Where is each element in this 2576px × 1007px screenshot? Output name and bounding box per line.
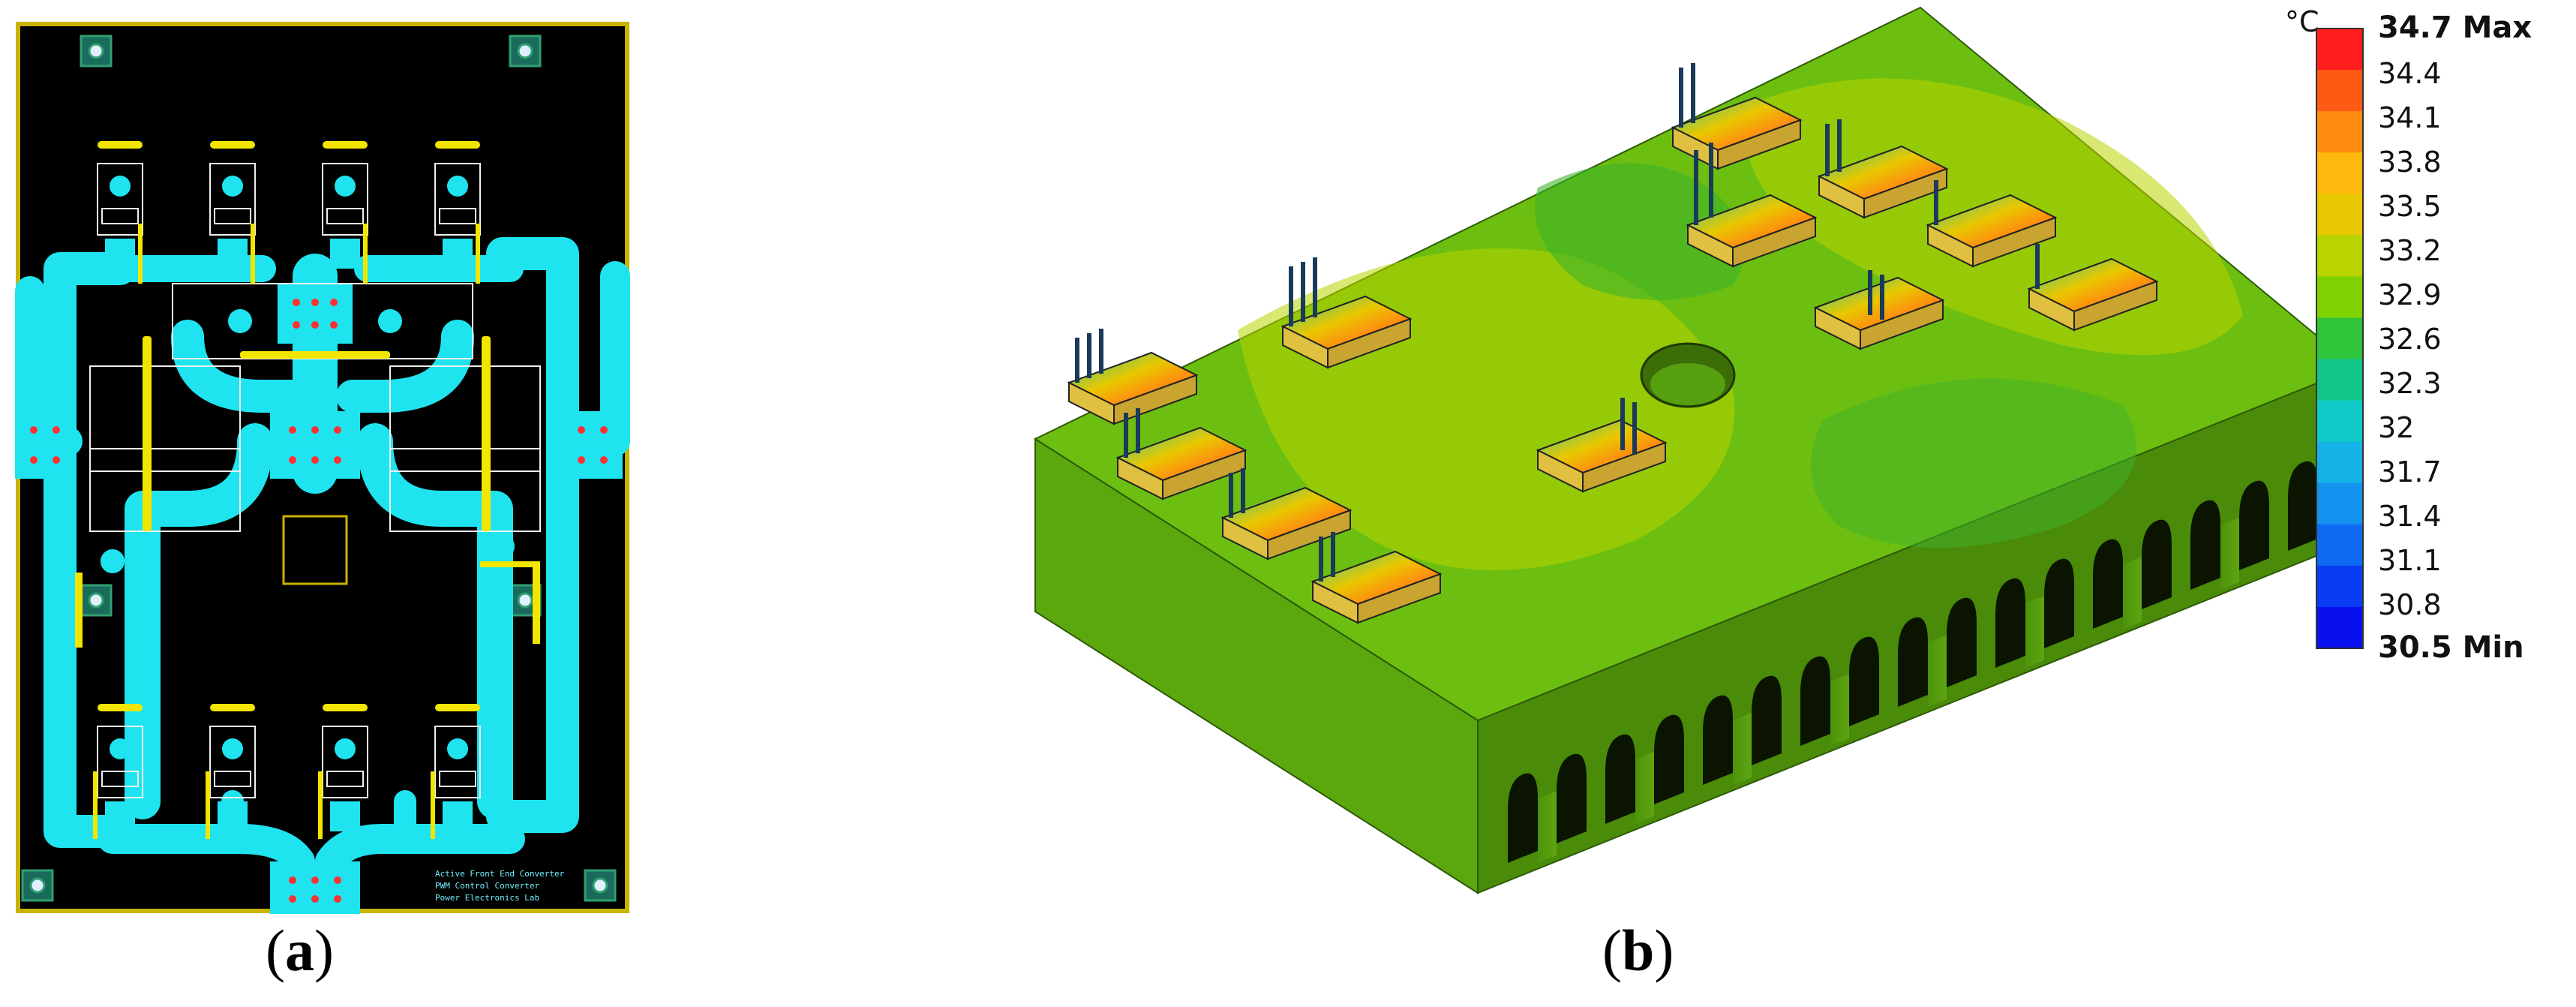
caption-b: (b) [1602, 918, 1674, 983]
thermal-simulation-panel [1033, 6, 2357, 894]
legend-swatch [2316, 29, 2363, 71]
fin-faces [1538, 518, 2239, 863]
caption-a: (a) [266, 918, 334, 983]
center-hole [1640, 342, 1736, 408]
via-pads [101, 309, 515, 573]
legend-swatch [2316, 194, 2363, 236]
connector-pads [15, 284, 623, 914]
transistor-modules [1067, 63, 2159, 624]
legend-swatch [2316, 565, 2363, 608]
legend-tick-label: 34.4 [2378, 57, 2442, 90]
legend-tick-label: 31.1 [2378, 544, 2442, 577]
silk-bars [75, 336, 540, 648]
legend-swatch [2316, 400, 2363, 443]
legend-swatch [2316, 276, 2363, 318]
board-info-text: Active Front End Converter PWM Control C… [435, 869, 565, 903]
legend-swatch [2316, 70, 2363, 112]
legend-tick-label: 33.8 [2378, 146, 2442, 179]
legend-max-label: 34.7 Max [2378, 11, 2532, 45]
legend-tick-label: 33.2 [2378, 234, 2442, 267]
svg-text:PWM Control Converter: PWM Control Converter [435, 881, 539, 891]
legend-tick-label: 32.9 [2378, 278, 2442, 311]
legend-tick-label: 31.7 [2378, 455, 2442, 488]
temperature-legend: °C 34.7 Max 30.5 Min 34.4 34.1 33.8 33.5 33.… [2285, 6, 2532, 665]
bottom-transistor-row [93, 704, 481, 839]
legend-tick-label: 32.3 [2378, 367, 2442, 400]
svg-text:Power Electronics Lab: Power Electronics Lab [435, 893, 539, 903]
pcb-layout-panel: Active Front End Converter PWM Control C… [15, 22, 630, 914]
svg-text:Active Front End Converter: Active Front End Converter [435, 869, 565, 879]
legend-tick-label: 34.1 [2378, 101, 2442, 134]
legend-swatch [2316, 482, 2363, 525]
legend-swatch [2316, 606, 2363, 649]
legend-min-label: 30.5 Min [2378, 630, 2524, 665]
legend-swatch [2316, 111, 2363, 153]
legend-color-bar [2316, 28, 2364, 649]
legend-tick-label: 30.8 [2378, 588, 2442, 621]
legend-tick-label: 32.6 [2378, 323, 2442, 356]
heatsink-fins [1508, 461, 2318, 863]
legend-unit: °C [2285, 6, 2319, 38]
legend-tick-label: 33.5 [2378, 190, 2442, 223]
legend-swatch [2316, 235, 2363, 277]
center-chip-outline [282, 515, 348, 585]
legend-tick-label: 32 [2378, 411, 2414, 444]
legend-tick-labels: 34.7 Max 30.5 Min 34.4 34.1 33.8 33.5 33.2 32… [2378, 11, 2532, 665]
legend-swatch [2316, 441, 2363, 484]
legend-tick-label: 31.4 [2378, 500, 2442, 533]
legend-swatch [2316, 524, 2363, 567]
legend-frame [2316, 28, 2364, 649]
legend-swatch [2316, 359, 2363, 401]
top-transistor-row [97, 141, 481, 284]
legend-swatch [2316, 317, 2363, 360]
legend-swatch [2316, 152, 2363, 194]
